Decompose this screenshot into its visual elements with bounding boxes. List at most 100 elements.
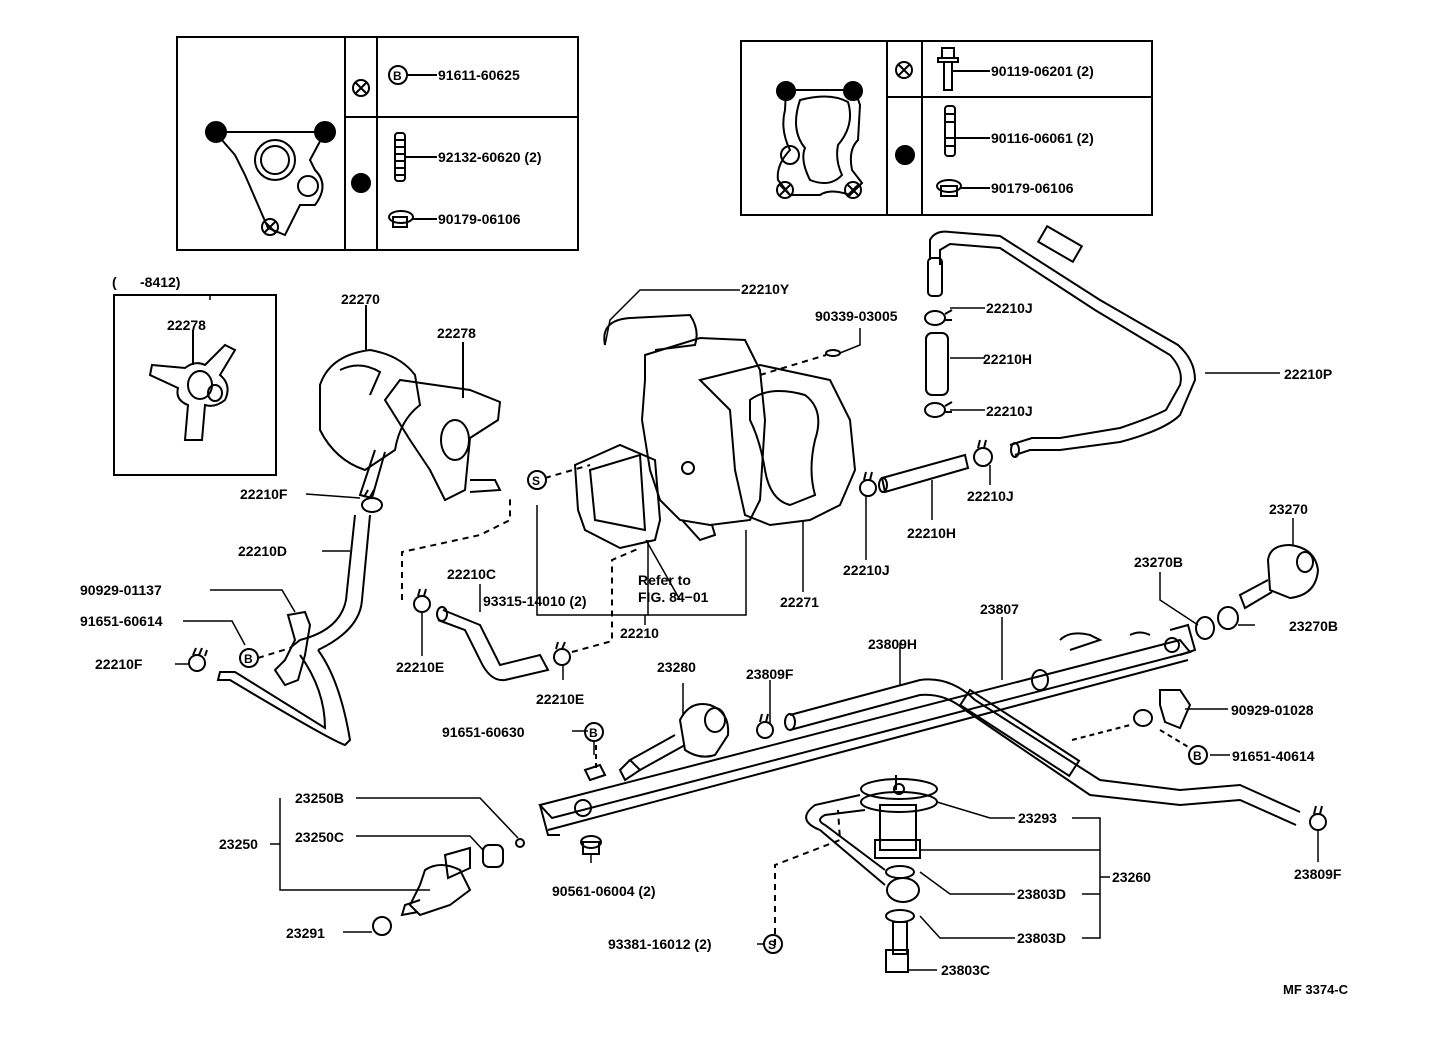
part-label-90929-01028: 90929-01028 bbox=[1231, 702, 1314, 718]
part-label-22210H-horizontal: 22210H bbox=[907, 525, 957, 541]
vacuum-pipe-22210P bbox=[927, 224, 1197, 458]
part-label-22210E-right: 22210E bbox=[536, 691, 585, 707]
refer-to-fig-note: Refer to FIG. 84−01 bbox=[638, 572, 709, 605]
part-label-22210H-vertical: 22210H bbox=[983, 351, 1033, 367]
nut-90561-icon bbox=[580, 835, 602, 855]
bolt-badge-icon: B bbox=[584, 722, 604, 742]
part-label-92132-60620: 92132-60620 (2) bbox=[438, 149, 542, 165]
part-label-91651-60614: 91651-60614 bbox=[80, 613, 163, 629]
leader-lines bbox=[175, 289, 1319, 971]
nut-icon bbox=[936, 179, 990, 197]
hose-22210H-horizontal bbox=[878, 453, 970, 494]
part-label-93315-14010: 93315-14010 (2) bbox=[483, 593, 587, 609]
hose-clamp-icon bbox=[859, 471, 877, 497]
bolt-badge-icon: B bbox=[388, 65, 437, 85]
part-label-23293: 23293 bbox=[1018, 810, 1057, 826]
part-label-23270B-left: 23270B bbox=[1134, 554, 1184, 570]
part-label-90339-03005: 90339-03005 bbox=[815, 308, 898, 324]
part-label-22210J-middle: 22210J bbox=[986, 403, 1033, 419]
filled-dot-symbol-icon bbox=[351, 173, 371, 193]
nut-icon bbox=[388, 210, 437, 228]
hose-clamp-icon bbox=[924, 401, 953, 418]
part-label-23270B-right: 23270B bbox=[1289, 618, 1339, 634]
inset-table-right bbox=[740, 40, 1153, 216]
part-label-90116-06061: 90116-06061 (2) bbox=[991, 130, 1094, 146]
fuel-rail-23807 bbox=[538, 623, 1197, 836]
svg-text:B: B bbox=[589, 726, 598, 740]
hose-clamp-icon bbox=[756, 713, 774, 739]
part-label-23291: 23291 bbox=[286, 925, 325, 941]
part-label-22210J-right: 22210J bbox=[967, 488, 1014, 504]
cross-circle-symbol-icon bbox=[352, 79, 370, 97]
part-label-23250: 23250 bbox=[219, 836, 258, 852]
part-label-91651-40614: 91651-40614 bbox=[1232, 748, 1315, 764]
part-label-23803C: 23803C bbox=[941, 962, 991, 978]
throttle-body bbox=[544, 313, 857, 550]
hose-22210H-vertical bbox=[925, 332, 949, 396]
part-label-90179-06106-right: 90179-06106 bbox=[991, 180, 1074, 196]
part-label-22210J-top: 22210J bbox=[986, 300, 1033, 316]
part-label-23280: 23280 bbox=[657, 659, 696, 675]
hose-clamp-icon bbox=[413, 588, 431, 613]
part-label-23250B: 23250B bbox=[295, 790, 345, 806]
svg-text:B: B bbox=[393, 69, 402, 83]
part-label-22210E-left: 22210E bbox=[396, 659, 445, 675]
fuel-hose-23809H bbox=[784, 678, 1301, 826]
bracket-icon bbox=[273, 610, 312, 687]
part-label-22210D: 22210D bbox=[238, 543, 288, 559]
bolt-badge-icon: B bbox=[1188, 745, 1208, 765]
part-label-90561-06004: 90561-06004 (2) bbox=[552, 883, 656, 899]
pressure-regulator-23280 bbox=[583, 703, 730, 782]
hose-22210D bbox=[188, 489, 383, 747]
part-label-90179-06106: 90179-06106 bbox=[438, 211, 521, 227]
part-label-23803D-upper: 23803D bbox=[1017, 886, 1067, 902]
part-label-22210F-upper: 22210F bbox=[240, 486, 288, 502]
part-label-23807: 23807 bbox=[980, 601, 1019, 617]
part-label-22210J-lower: 22210J bbox=[843, 562, 890, 578]
stud-bolt-icon bbox=[944, 105, 990, 157]
part-label-23250C: 23250C bbox=[295, 829, 345, 845]
hose-22210C bbox=[401, 495, 641, 682]
filled-dot-symbol-icon bbox=[895, 145, 915, 165]
svg-text:S: S bbox=[768, 938, 776, 952]
bolt-badge-icon: B bbox=[239, 648, 259, 668]
part-label-22278-inset: 22278 bbox=[167, 317, 206, 333]
fuel-injector-23250 bbox=[372, 838, 525, 936]
part-label-22210F-lower: 22210F bbox=[95, 656, 143, 672]
part-label-23270: 23270 bbox=[1269, 501, 1308, 517]
hose-clamp-icon bbox=[553, 641, 571, 666]
screw-badge-icon: S bbox=[763, 934, 783, 954]
part-label-91611-60625: 91611-60625 bbox=[438, 67, 520, 83]
part-label-22271: 22271 bbox=[780, 594, 819, 610]
part-label-23260: 23260 bbox=[1112, 869, 1151, 885]
part-label-23809H: 23809H bbox=[868, 636, 918, 652]
hose-clamp-icon bbox=[1309, 805, 1327, 831]
svg-text:B: B bbox=[1193, 749, 1202, 763]
part-label-22210: 22210 bbox=[620, 625, 659, 641]
cross-circle-symbol-icon bbox=[895, 61, 913, 79]
figure-code: MF 3374-C bbox=[1283, 982, 1349, 997]
hose-clamp-icon bbox=[973, 439, 993, 467]
part-label-91651-60630: 91651-60630 bbox=[442, 724, 525, 740]
hose-clamp-icon bbox=[361, 489, 383, 513]
gasket-throttle-icon bbox=[776, 81, 864, 199]
inset-table-left: B bbox=[176, 36, 579, 251]
part-label-22210C: 22210C bbox=[447, 566, 497, 582]
cold-start-injector-23260 bbox=[774, 775, 938, 973]
part-label-23803D-lower: 23803D bbox=[1017, 930, 1067, 946]
part-label-90929-01137: 90929-01137 bbox=[80, 582, 162, 598]
part-label-90119-06201: 90119-06201 (2) bbox=[991, 63, 1094, 79]
part-label-22278: 22278 bbox=[437, 325, 476, 341]
gasket-three-arm-icon bbox=[148, 330, 237, 441]
part-label-93381-16012: 93381-16012 (2) bbox=[608, 936, 712, 952]
svg-text:S: S bbox=[532, 474, 540, 488]
air-valve-assembly bbox=[319, 305, 502, 502]
part-label-22210Y: 22210Y bbox=[741, 281, 790, 297]
part-label-22270: 22270 bbox=[341, 291, 380, 307]
hose-clamp-icon bbox=[924, 309, 953, 326]
part-label-22210P: 22210P bbox=[1284, 366, 1333, 382]
screw-badge-icon: S bbox=[527, 470, 547, 490]
inset-date-box bbox=[113, 294, 277, 476]
flange-bolt-icon bbox=[937, 47, 990, 91]
